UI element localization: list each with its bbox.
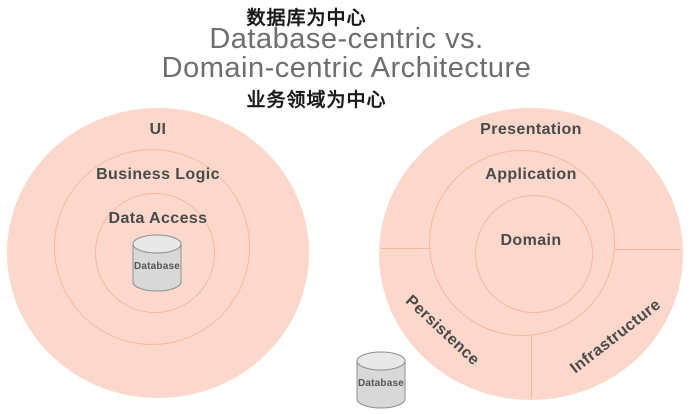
- ring-divider-left: [381, 248, 431, 249]
- label-ui: UI: [149, 121, 167, 138]
- business-logic-ring-circle: [54, 149, 250, 345]
- application-ring-circle: [429, 150, 615, 336]
- ring-divider-bottom: [531, 336, 532, 398]
- domain-ring-circle: [475, 195, 593, 313]
- database-centric-diagram: UI Business Logic Data Access Database: [7, 108, 309, 398]
- database-cylinder-icon: [132, 234, 182, 292]
- data-access-ring-circle: [95, 193, 215, 313]
- label-data-access: Data Access: [108, 210, 208, 227]
- external-database-cylinder: Database: [356, 351, 406, 409]
- page-title-line1: Database-centric vs.: [209, 23, 484, 55]
- page-title-line2: Domain-centric Architecture: [161, 52, 532, 84]
- label-business-logic: Business Logic: [96, 166, 220, 183]
- subtitle-domain-centric-zh: 业务领域为中心: [246, 90, 387, 111]
- label-domain: Domain: [500, 232, 562, 249]
- external-database-cylinder-label: Database: [357, 378, 405, 389]
- ring-divider-right: [615, 249, 681, 250]
- domain-centric-diagram: Presentation Application Domain Persiste…: [379, 108, 683, 400]
- database-cylinder: Database: [132, 234, 182, 292]
- label-presentation: Presentation: [480, 121, 582, 138]
- subtitle-database-centric-zh: 数据库为中心: [246, 8, 367, 29]
- external-database-cylinder-icon: [356, 351, 406, 409]
- label-application: Application: [485, 166, 577, 183]
- database-cylinder-label: Database: [133, 261, 181, 272]
